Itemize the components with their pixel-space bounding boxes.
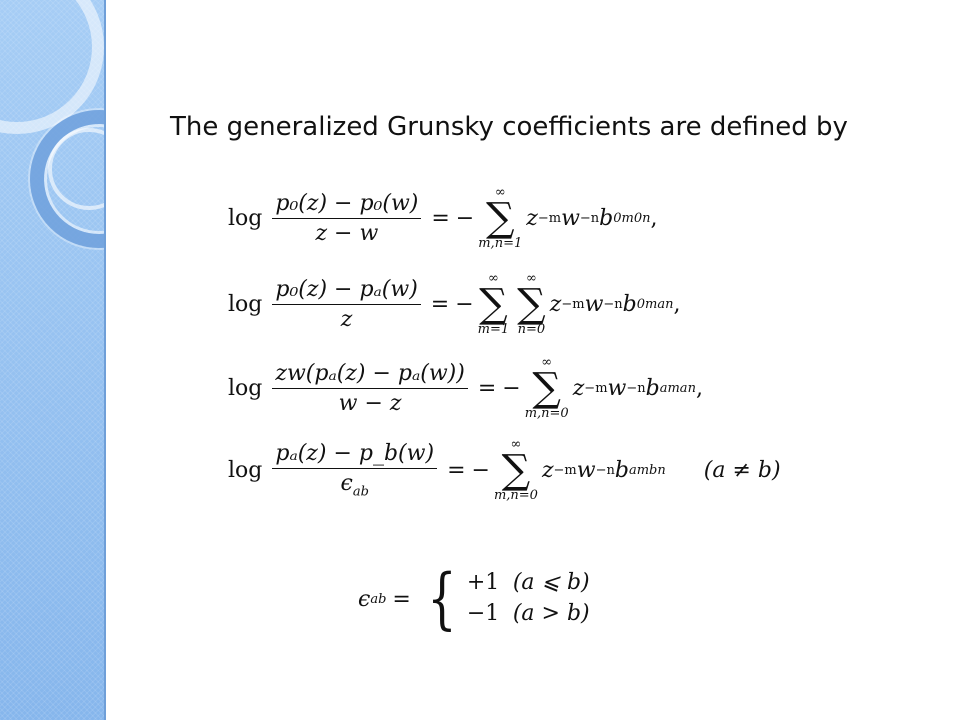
denominator: w − z xyxy=(338,390,402,416)
case-value: −1 xyxy=(466,601,500,626)
numerator: p₀(z) − pₐ(w) xyxy=(272,277,421,305)
sigma-symbol: ∑ xyxy=(532,365,561,411)
term-z: z xyxy=(549,291,562,317)
decorative-side-band xyxy=(0,0,106,720)
exponent-n: −n xyxy=(579,210,600,226)
case-condition: (a ⩽ b) xyxy=(512,570,590,596)
condition-a-not-equal-b: (a ≠ b) xyxy=(703,457,781,483)
equation-1: log p₀(z) − p₀(w) z − w = − ∞ ∑ m,n=1 z−… xyxy=(228,186,658,250)
exponent-m: −m xyxy=(561,296,585,312)
fraction: pₐ(z) − p_b(w) ϵab xyxy=(272,441,438,499)
coefficient-subscript: aman xyxy=(659,380,696,396)
denominator: ϵab xyxy=(341,469,369,499)
minus-sign: − xyxy=(455,291,474,317)
side-band-edge xyxy=(104,0,106,720)
fraction: p₀(z) − p₀(w) z − w xyxy=(272,191,422,246)
denominator: z − w xyxy=(315,220,379,246)
summation: ∞ ∑ m,n=1 xyxy=(478,186,522,250)
fraction: zw(pₐ(z) − pₐ(w)) w − z xyxy=(272,361,468,416)
term-w: w xyxy=(561,205,580,231)
sigma-symbol: ∑ xyxy=(501,447,531,493)
equation-3: log zw(pₐ(z) − pₐ(w)) w − z = − ∞ ∑ m,n=… xyxy=(228,356,703,420)
coefficient-subscript: 0m0n xyxy=(613,210,651,226)
slide-title: The generalized Grunsky coefficients are… xyxy=(170,112,848,142)
decorative-ring-inner xyxy=(48,128,106,210)
term-w: w xyxy=(607,375,627,401)
summation-lower: m=1 xyxy=(477,322,510,337)
epsilon-symbol: ϵ xyxy=(340,470,353,496)
equals-sign: = xyxy=(477,375,497,401)
summation-m: ∞ ∑ m=1 xyxy=(478,272,510,336)
case-row: −1 (a > b) xyxy=(467,599,590,630)
log-operator: log xyxy=(228,375,263,401)
equals-sign: = xyxy=(430,291,450,317)
epsilon-subscript: ab xyxy=(370,591,387,607)
coefficient-b: b xyxy=(645,375,660,401)
left-brace: { xyxy=(427,560,457,637)
coefficient-b: b xyxy=(622,291,637,317)
term-w: w xyxy=(584,291,604,317)
summation-lower: m,n=0 xyxy=(524,406,569,421)
numerator: p₀(z) − p₀(w) xyxy=(272,191,422,219)
comma: , xyxy=(695,375,703,401)
sigma-symbol: ∑ xyxy=(517,281,546,327)
term-z: z xyxy=(526,205,538,231)
minus-sign: − xyxy=(455,205,475,231)
exponent-m: −m xyxy=(584,380,608,396)
exponent-n: −n xyxy=(626,380,646,396)
summation-upper: ∞ xyxy=(510,437,522,452)
summation-upper: ∞ xyxy=(526,271,537,286)
summation-lower: m,n=0 xyxy=(493,488,538,503)
equals-sign: = xyxy=(447,457,466,483)
log-operator: log xyxy=(228,205,263,231)
exponent-m: −m xyxy=(553,462,577,478)
equals-sign: = xyxy=(431,205,450,231)
cases: +1 (a ⩽ b) −1 (a > b) xyxy=(467,568,590,630)
summation-n: ∞ ∑ n=0 xyxy=(517,272,546,336)
epsilon-subscript: ab xyxy=(352,484,369,500)
comma: , xyxy=(650,205,658,231)
comma: , xyxy=(673,291,681,317)
numerator: pₐ(z) − p_b(w) xyxy=(272,441,438,469)
minus-sign: − xyxy=(502,375,521,401)
exponent-m: −m xyxy=(537,210,562,226)
denominator: z xyxy=(340,306,353,332)
summation-upper: ∞ xyxy=(541,355,553,370)
term-w: w xyxy=(576,457,596,483)
case-condition: (a > b) xyxy=(512,601,590,626)
equals-sign: = xyxy=(392,586,411,612)
log-operator: log xyxy=(228,291,263,317)
epsilon-symbol: ϵ xyxy=(358,586,371,612)
sigma-symbol: ∑ xyxy=(479,281,508,327)
summation-lower: m,n=1 xyxy=(478,236,523,251)
numerator: zw(pₐ(z) − pₐ(w)) xyxy=(272,361,468,389)
equation-2: log p₀(z) − pₐ(w) z = − ∞ ∑ m=1 ∞ ∑ n=0 … xyxy=(228,272,681,336)
summation-lower: n=0 xyxy=(517,322,546,337)
term-z: z xyxy=(541,457,554,483)
log-operator: log xyxy=(228,457,263,483)
summation-upper: ∞ xyxy=(494,185,506,200)
equation-4: log pₐ(z) − p_b(w) ϵab = − ∞ ∑ m,n=0 z−m… xyxy=(228,438,781,502)
case-value: +1 xyxy=(466,570,500,596)
exponent-n: −n xyxy=(603,296,623,312)
term-z: z xyxy=(572,375,585,401)
exponent-n: −n xyxy=(595,462,615,478)
coefficient-b: b xyxy=(614,457,629,483)
sigma-symbol: ∑ xyxy=(485,195,515,241)
summation: ∞ ∑ m,n=0 xyxy=(525,356,569,420)
case-row: +1 (a ⩽ b) xyxy=(467,568,590,599)
minus-sign: − xyxy=(471,457,490,483)
coefficient-subscript: ambn xyxy=(628,462,666,478)
summation: ∞ ∑ m,n=0 xyxy=(494,438,538,502)
summation-upper: ∞ xyxy=(488,271,499,286)
coefficient-b: b xyxy=(599,205,614,231)
coefficient-subscript: 0man xyxy=(636,296,674,312)
fraction: p₀(z) − pₐ(w) z xyxy=(272,277,421,332)
